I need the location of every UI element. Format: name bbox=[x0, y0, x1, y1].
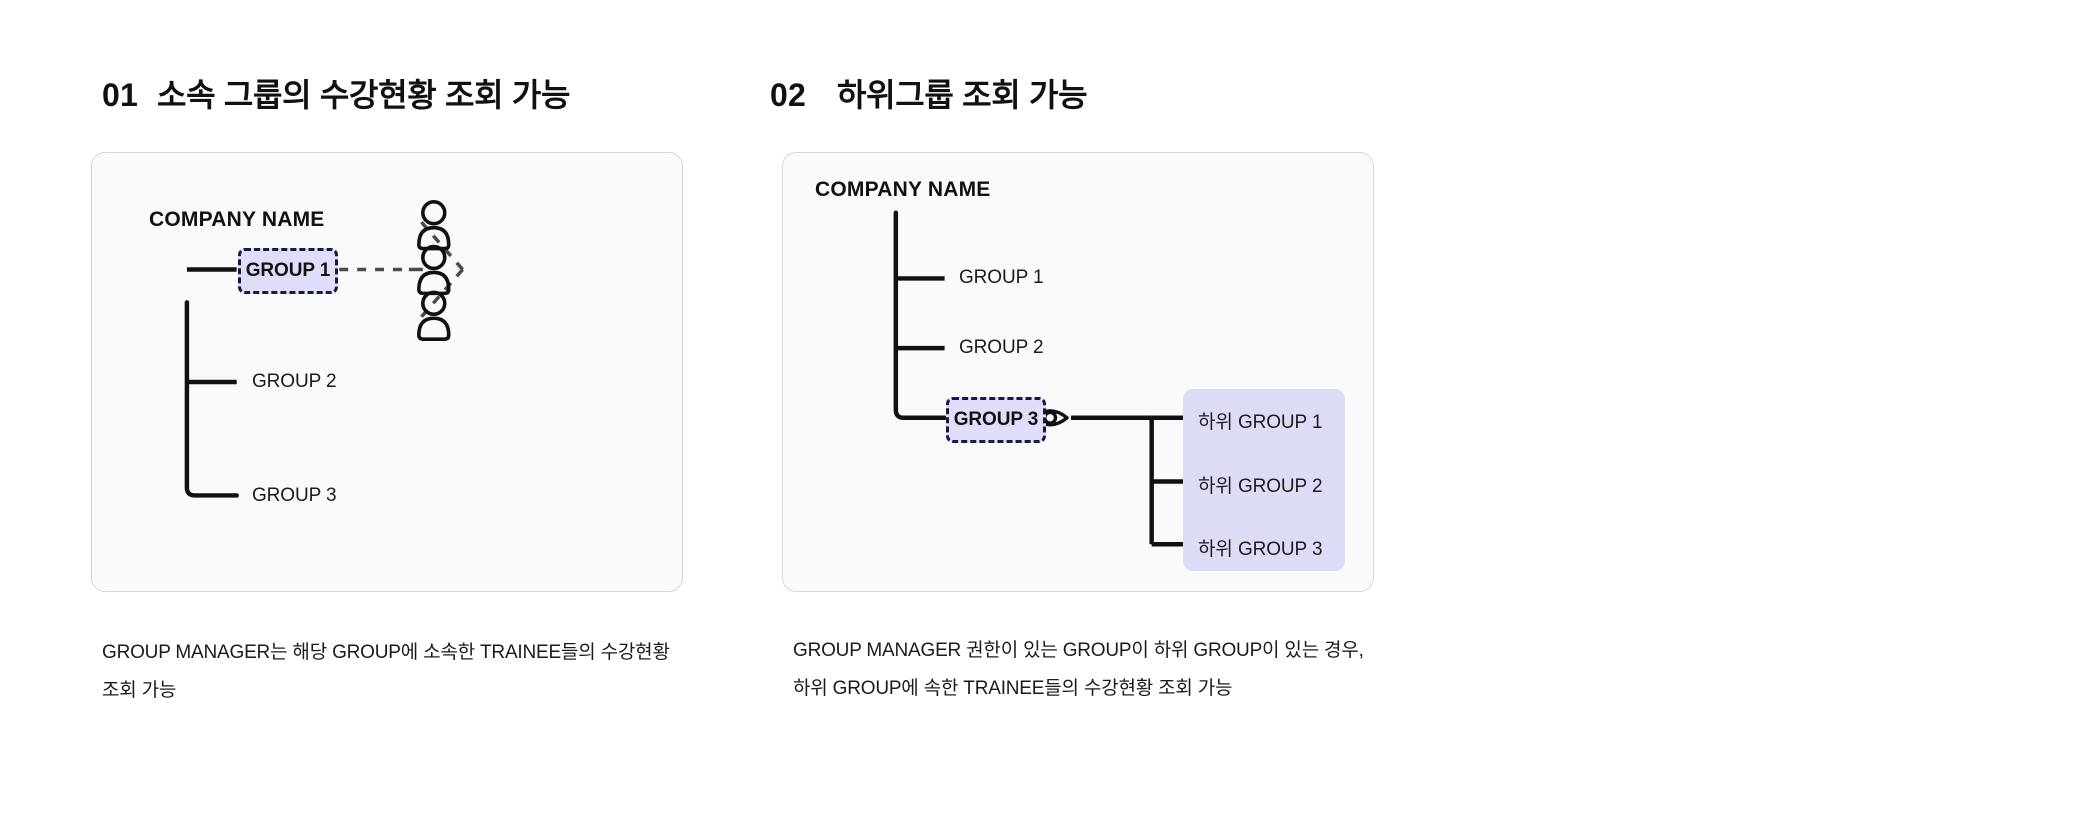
subgroup-node[interactable]: 하위 GROUP 1 bbox=[1198, 412, 1323, 433]
subgroup-container bbox=[1183, 389, 1345, 571]
dashed-connector-down bbox=[414, 268, 464, 325]
caption-02: GROUP MANAGER 권한이 있는 GROUP이 하위 GROUP이 있는… bbox=[793, 640, 1364, 699]
dashed-connector-up bbox=[414, 214, 464, 271]
person-icon bbox=[417, 244, 451, 296]
caption-01: GROUP MANAGER는 해당 GROUP에 소속한 TRAINEE들의 수… bbox=[102, 642, 670, 701]
section-number: 02 bbox=[770, 77, 806, 113]
diagram-panel-01: COMPANY NAME GROUP 1 GROUP 2 GROUP 3 bbox=[91, 152, 683, 592]
subgroup-node[interactable]: 하위 GROUP 2 bbox=[1198, 476, 1323, 497]
section-heading-02: 02 하위그룹 조회 가능 bbox=[770, 70, 1088, 116]
section-number: 01 bbox=[102, 77, 138, 113]
company-name-label: COMPANY NAME bbox=[815, 178, 991, 201]
tree-trunk bbox=[893, 210, 947, 421]
company-name-label: COMPANY NAME bbox=[149, 208, 325, 231]
tree-trunk bbox=[184, 300, 239, 498]
group-node[interactable]: GROUP 2 bbox=[959, 337, 1044, 358]
group-node[interactable]: GROUP 3 bbox=[252, 485, 337, 506]
subgroup-node[interactable]: 하위 GROUP 3 bbox=[1198, 539, 1323, 560]
group-node-highlighted[interactable]: GROUP 1 bbox=[238, 248, 338, 294]
person-icon bbox=[417, 199, 451, 251]
group-node[interactable]: GROUP 2 bbox=[252, 371, 337, 392]
group-node-highlighted[interactable]: GROUP 3 bbox=[946, 397, 1046, 443]
section-heading-01: 01 소속 그룹의 수강현황 조회 가능 bbox=[102, 70, 570, 116]
group-node-label: GROUP 1 bbox=[245, 260, 331, 281]
group-node[interactable]: GROUP 1 bbox=[959, 267, 1044, 288]
group-node-label: GROUP 3 bbox=[953, 409, 1039, 430]
section-title: 하위그룹 조회 가능 bbox=[837, 77, 1088, 113]
person-icon bbox=[417, 290, 451, 341]
diagram-panel-02: COMPANY NAME GROUP 1 GROUP 2 GROUP 3 하위 … bbox=[782, 152, 1374, 592]
section-title: 소속 그룹의 수강현황 조회 가능 bbox=[157, 77, 571, 113]
